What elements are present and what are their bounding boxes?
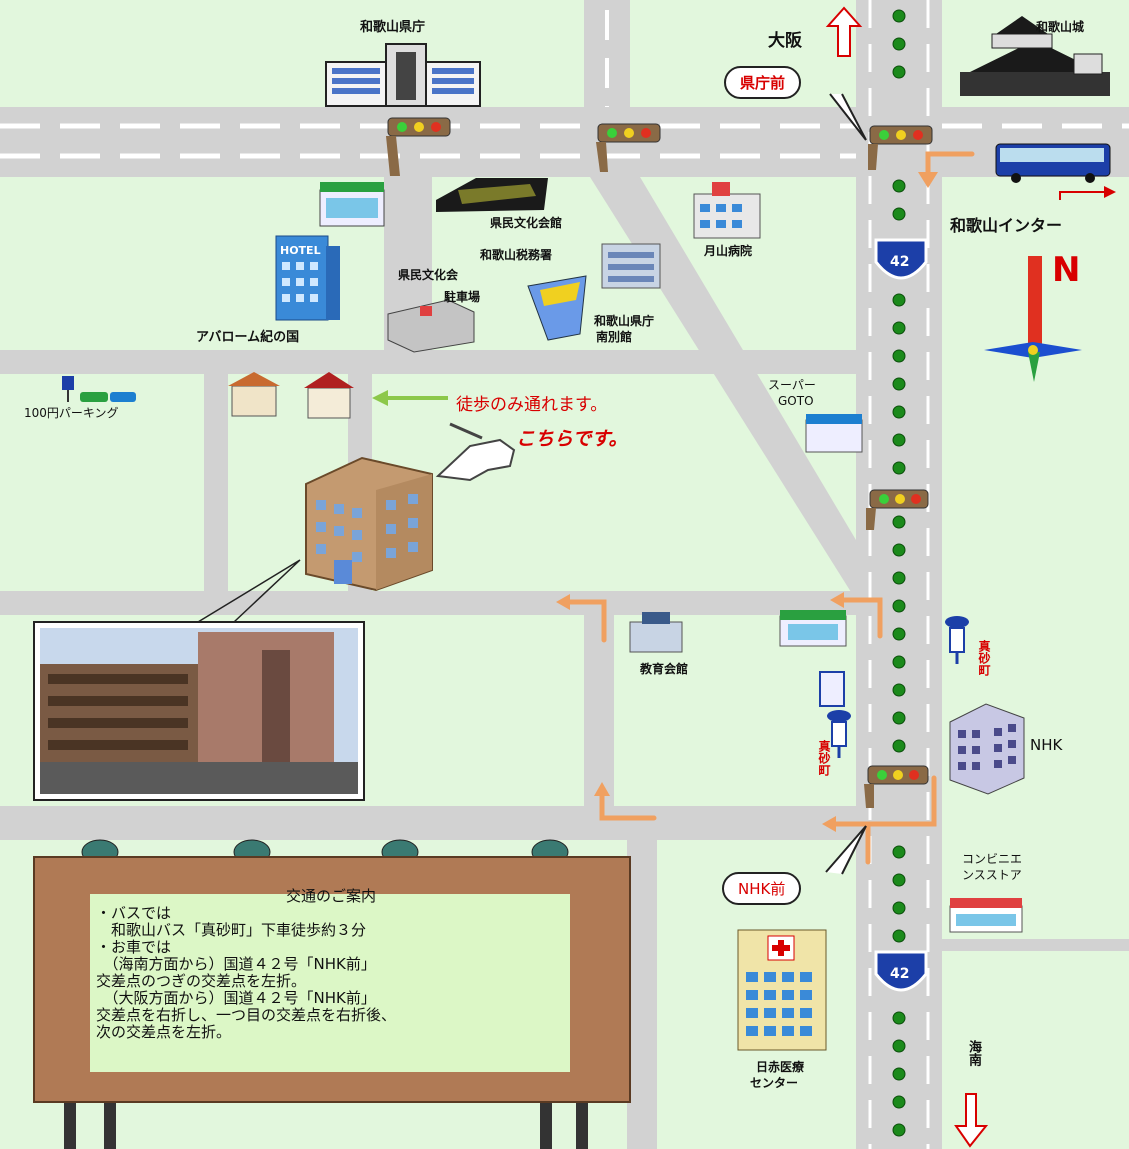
guide-title: 交通のご案内 — [285, 887, 376, 905]
pointing-hand-icon — [435, 422, 516, 482]
road-vertical-mid — [584, 615, 614, 806]
interchange-arrow-icon — [1059, 186, 1116, 200]
label-red-cross-1: 日赤医療 — [756, 1060, 805, 1074]
guide-line-2: 和歌山バス「真砂町」下車徒歩約３分 — [96, 921, 367, 939]
road-vertical-bottom — [627, 840, 657, 1149]
label-education-center: 教育会館 — [640, 662, 689, 676]
traffic-light-5 — [864, 765, 929, 808]
target-building-icon — [305, 456, 433, 592]
label-tax-office: 和歌山税務署 — [480, 248, 553, 262]
label-nhk: NHK — [1030, 736, 1063, 754]
traffic-light-4 — [866, 489, 929, 530]
red-cross-hospital-icon — [737, 929, 827, 1051]
education-center-icon — [629, 612, 683, 653]
north-label: N — [1052, 250, 1081, 290]
road-diagonal — [590, 177, 856, 600]
label-walk-only: 徒歩のみ通れます。 — [456, 395, 608, 415]
road-bottom-horizontal — [0, 806, 856, 840]
road-vertical-left — [204, 374, 228, 591]
house-icon-1 — [228, 372, 280, 417]
guide-text: 交通のご案内 ・バスでは 和歌山バス「真砂町」下車徒歩約３分 ・お車では （海南… — [96, 888, 566, 1041]
parking-garage-icon — [387, 299, 475, 353]
label-annex-1: 和歌山県庁 — [594, 314, 655, 328]
label-100yen-parking: 100円パーキング — [24, 406, 119, 420]
building-photo — [33, 621, 365, 801]
label-supermarket-2: GOTO — [778, 394, 814, 408]
osaka-arrow-icon — [825, 6, 863, 57]
label-annex-2: 南別館 — [596, 330, 633, 344]
house-icon-2 — [304, 372, 354, 419]
tax-office-icon — [601, 243, 661, 289]
prefectural-office-building-icon — [325, 43, 481, 107]
bus-stop-icon-2 — [827, 710, 851, 758]
bubble-kenchomae: 県庁前 — [724, 66, 802, 99]
supermarket-icon — [805, 414, 863, 453]
route-42-number-lower: 42 — [890, 966, 910, 982]
label-culture-hall: 県民文化会館 — [490, 216, 563, 230]
wakayama-castle-icon — [960, 16, 1110, 96]
label-hotel-sign: HOTEL — [280, 244, 321, 257]
guide-line-1: ・バスでは — [96, 904, 172, 922]
route-42-sign-lower — [874, 950, 928, 992]
route-arrowheads — [556, 172, 938, 832]
phone-booth-icon — [819, 671, 845, 707]
annex-building-icon — [527, 275, 587, 341]
label-convenience-2: ンスストア — [962, 868, 1022, 882]
billboard-legs — [64, 1098, 588, 1149]
bus-stop-icon-1 — [945, 616, 969, 664]
label-osaka: 大阪 — [768, 31, 802, 51]
label-supermarket-1: スーパー — [768, 378, 816, 392]
walk-arrow — [372, 390, 448, 406]
bus-icon — [995, 143, 1111, 183]
guide-line-4: （海南方面から）国道４２号「NHK前」 — [96, 955, 376, 973]
store-icon-mid — [779, 610, 847, 647]
label-tsukiyama-hospital: 月山病院 — [704, 244, 753, 258]
shop-icon-top — [319, 182, 385, 227]
route-arrows — [565, 151, 975, 865]
median-trees — [892, 9, 906, 1137]
label-masagocho-bus-2: 真砂町 — [817, 740, 831, 776]
label-avalom: アバローム紀の国 — [196, 330, 300, 345]
guide-line-5: 交差点のつぎの交差点を左折。 — [96, 972, 307, 990]
traffic-light-1 — [386, 117, 451, 176]
guide-billboard-panel — [90, 894, 570, 1072]
convenience-store-icon — [949, 898, 1023, 933]
label-parking-culture-2: 駐車場 — [444, 290, 481, 304]
label-red-cross-2: センター — [750, 1076, 799, 1090]
photo-callout-line — [197, 559, 301, 623]
kainan-arrow-icon — [954, 1093, 989, 1148]
label-convenience-1: コンビニエ — [962, 852, 1023, 866]
north-compass-icon — [984, 256, 1082, 382]
label-parking-culture-1: 県民文化会 — [398, 268, 459, 282]
label-prefectural-office: 和歌山県庁 — [360, 20, 426, 35]
road-third-horizontal — [0, 591, 856, 615]
road-right-horizontal-bottom — [942, 939, 1129, 951]
nhkmae-pointer — [825, 825, 867, 875]
kenchomae-pointer — [829, 93, 867, 141]
label-masagocho-bus-1: 真砂町 — [977, 640, 991, 676]
traffic-light-2 — [596, 123, 661, 172]
traffic-light-3 — [868, 125, 933, 170]
route-42-number-upper: 42 — [890, 254, 910, 270]
guide-line-6: （大阪方面から）国道４２号「NHK前」 — [96, 989, 376, 1007]
bubble-nhk-mae: NHK前 — [722, 872, 802, 905]
culture-hall-icon — [436, 178, 548, 212]
label-wakayama-interchange: 和歌山インター — [950, 216, 1063, 235]
tsukiyama-hospital-icon — [693, 182, 761, 239]
guide-line-7: 交差点を右折し、一つ目の交差点を右折後、 — [96, 1006, 397, 1024]
parking-sign-icon — [62, 376, 136, 402]
label-wakayama-castle: 和歌山城 — [1036, 20, 1085, 34]
guide-line-3: ・お車では — [96, 938, 172, 956]
route-42-sign-upper — [874, 238, 928, 280]
label-this-way: こちらです。 — [516, 428, 628, 450]
label-kainan: 海南 — [966, 1040, 981, 1066]
nhk-building-icon — [949, 703, 1025, 795]
hotel-building-icon — [275, 235, 340, 321]
guide-line-8: 次の交差点を左折。 — [96, 1023, 232, 1041]
